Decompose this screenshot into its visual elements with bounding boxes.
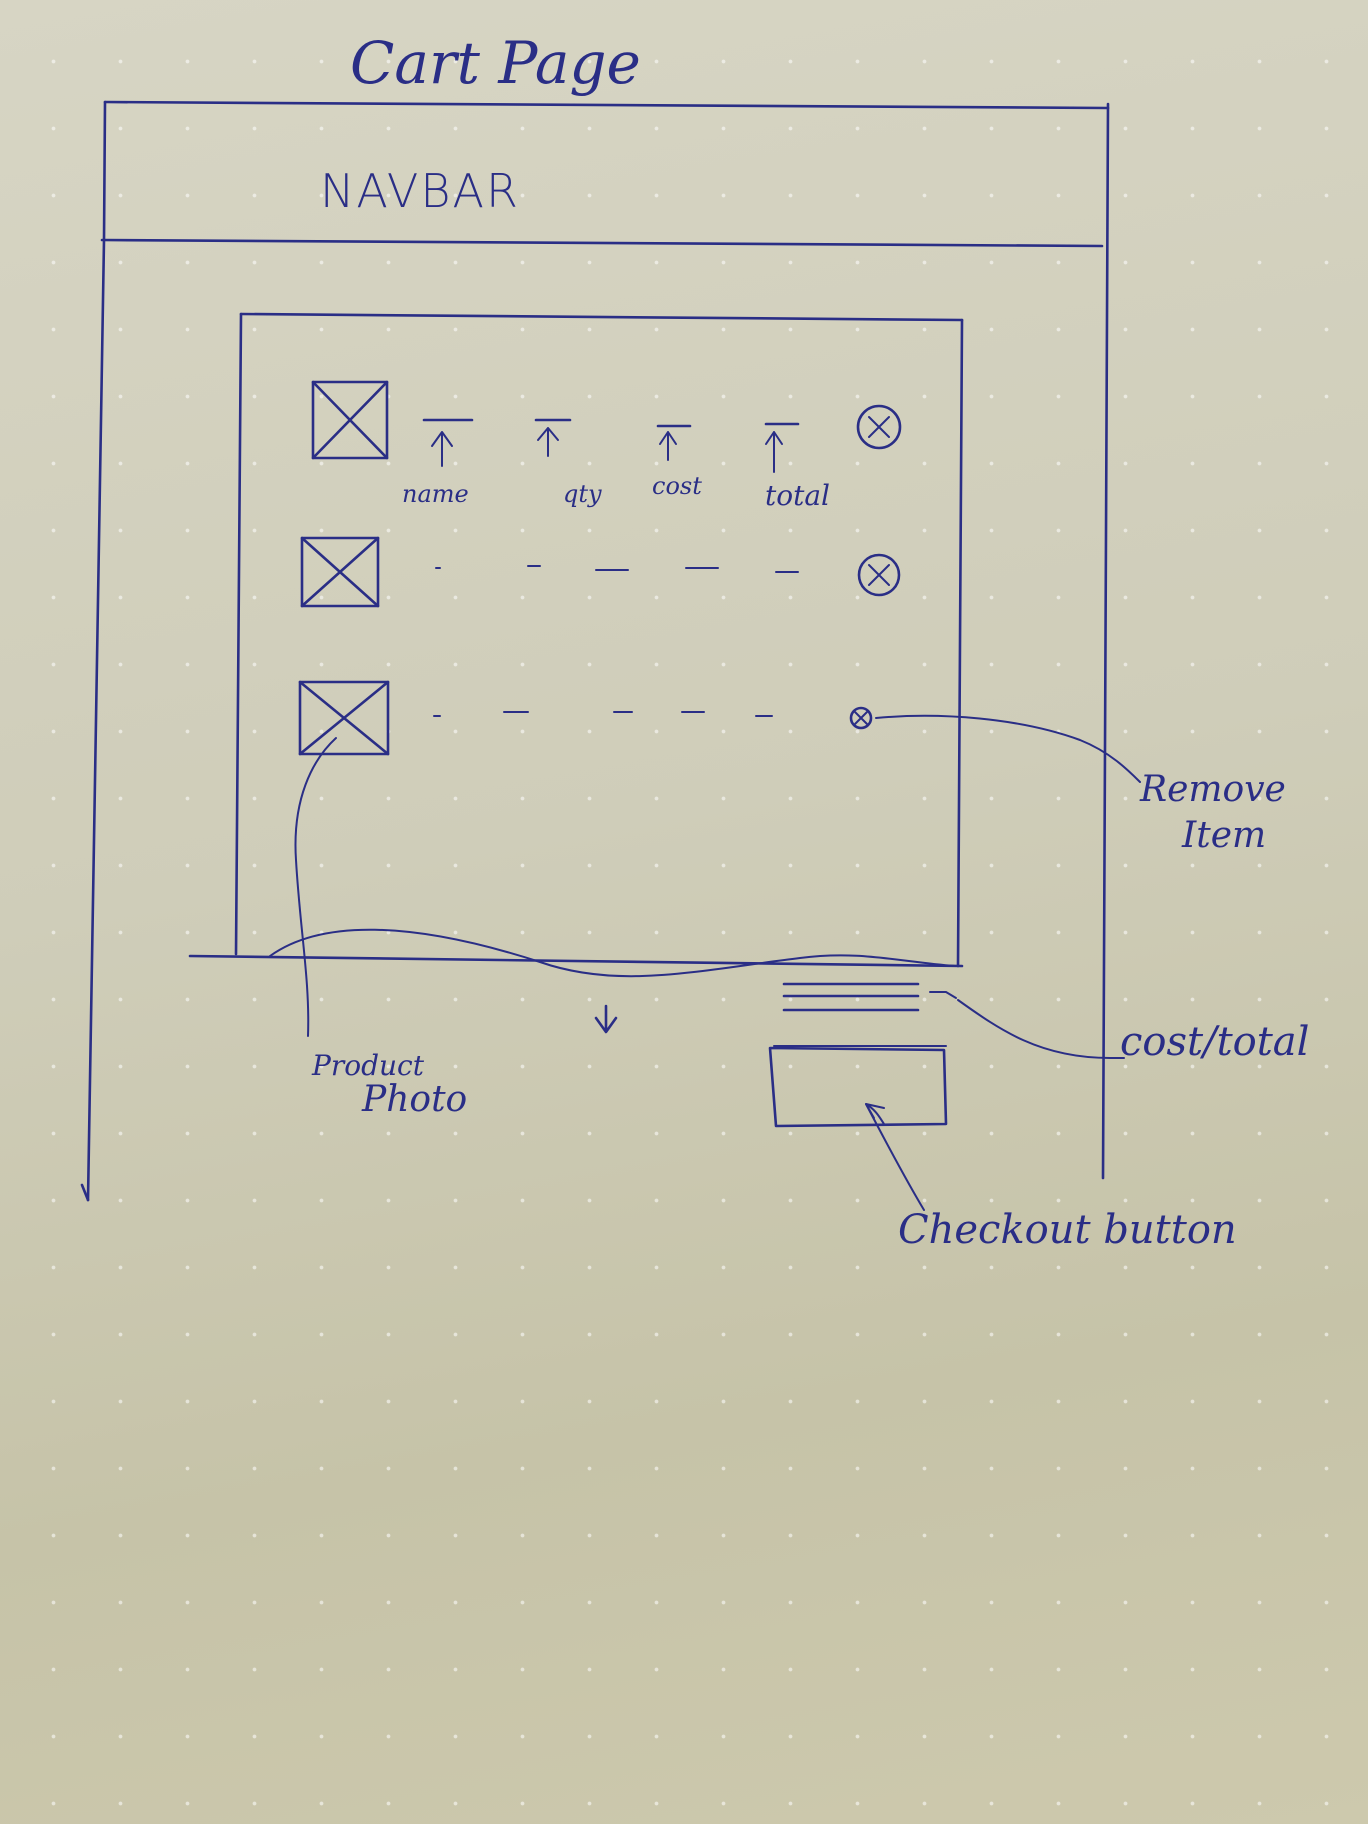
product-photo-icon <box>300 536 380 608</box>
column-label-cost: cost <box>652 472 702 500</box>
navbar-label: NAVBAR <box>320 164 520 218</box>
cart-panel <box>188 312 964 978</box>
total-pointer <box>765 431 783 473</box>
cart-row-3 <box>298 680 873 756</box>
annotation-remove-item-line2: Item <box>1182 815 1267 856</box>
annotation-remove-item: Remove <box>1140 769 1286 810</box>
down-arrow-icon <box>594 1004 618 1034</box>
column-label-total: total <box>765 479 831 512</box>
annotation-cost-total: cost/total <box>1120 1019 1310 1065</box>
column-label-name: name <box>402 480 469 508</box>
cost-total-lines <box>782 982 957 1012</box>
product-photo-icon <box>298 680 390 756</box>
navbar-divider <box>100 238 1104 248</box>
column-label-qty: qty <box>563 480 602 508</box>
checkout-button[interactable] <box>768 1045 948 1128</box>
remove-item-icon[interactable] <box>856 404 902 450</box>
name-pointer <box>431 431 453 467</box>
qty-pointer <box>537 427 559 457</box>
page-title: Cart Page <box>350 29 641 97</box>
cart-row-2 <box>300 536 901 608</box>
page-frame <box>80 100 1110 1202</box>
cost-pointer <box>659 431 677 461</box>
annotation-product-photo: Product <box>312 1049 424 1082</box>
remove-item-icon[interactable] <box>849 706 873 730</box>
cart-row-1 <box>311 380 902 473</box>
remove-item-icon[interactable] <box>857 553 901 597</box>
annotation-product-photo-line2: Photo <box>362 1079 468 1120</box>
product-photo-icon <box>311 380 389 460</box>
annotation-checkout-button: Checkout button <box>898 1207 1237 1253</box>
annotation-leaders <box>294 714 1141 1211</box>
